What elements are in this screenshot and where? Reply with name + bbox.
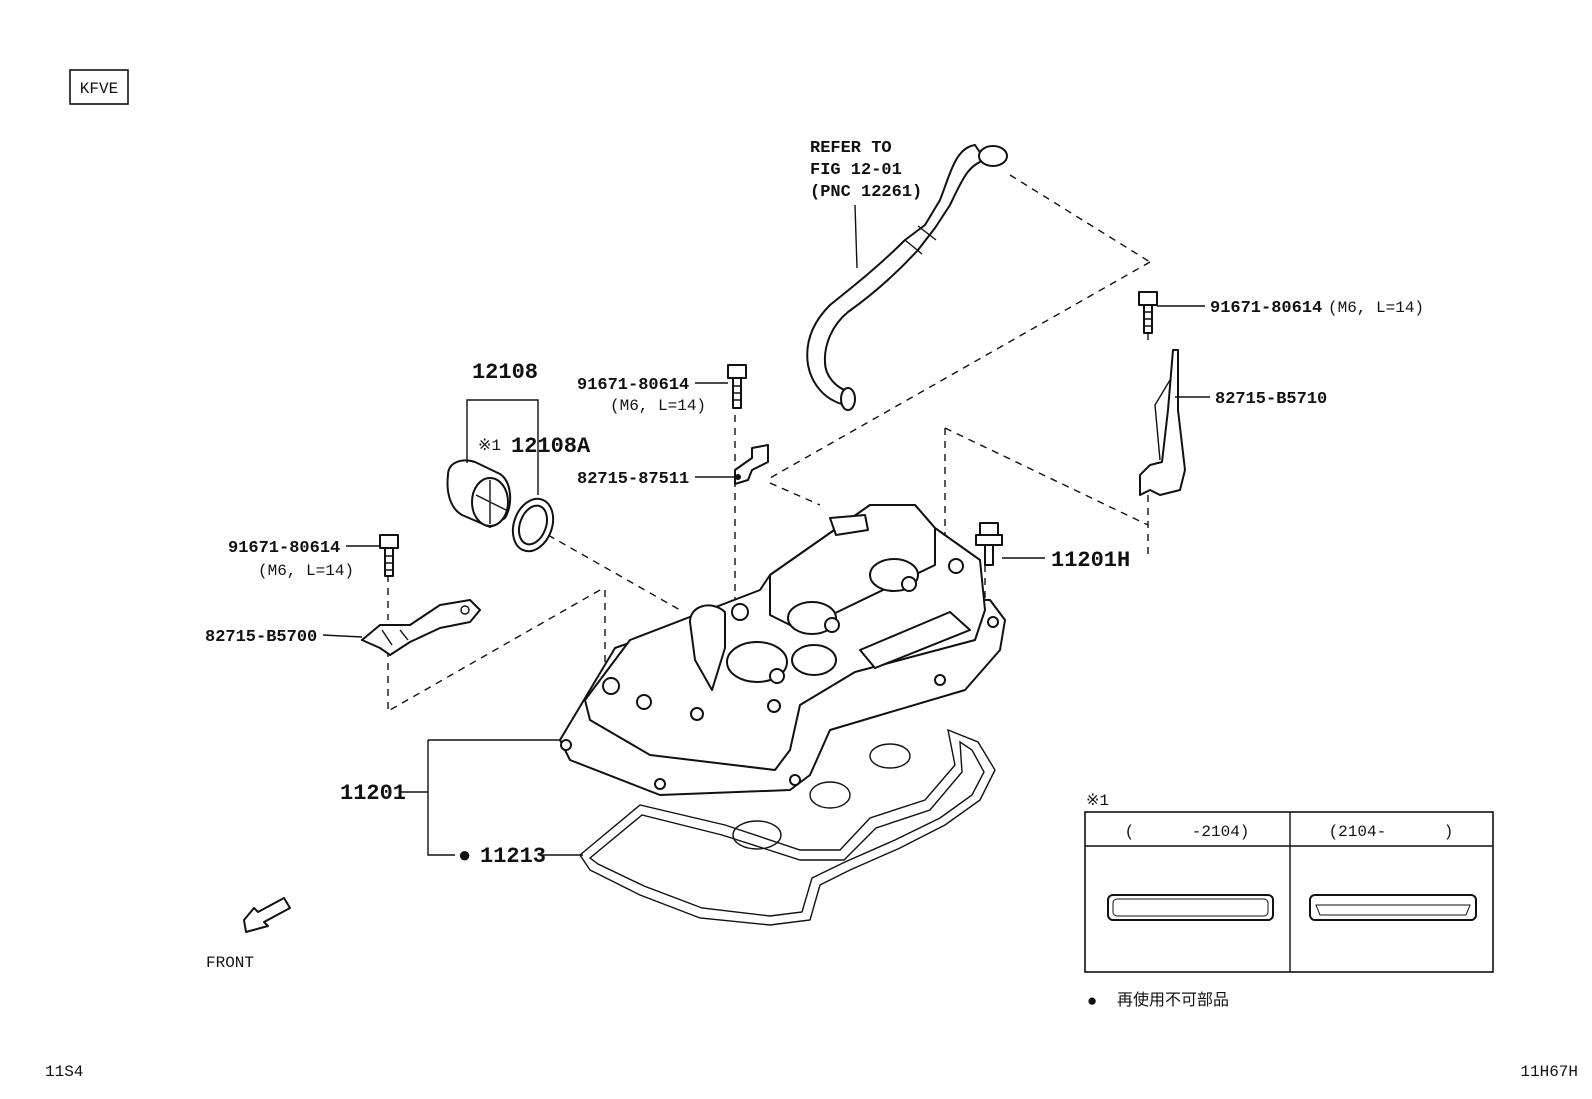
part-bolt-right: 91671-80614 [1210,299,1322,318]
label-12108: 12108 ※1 12108A [466,360,591,495]
refer-line3: (PNC 12261) [810,183,922,202]
part-11201: 11201 [340,781,406,806]
footer-left: 11S4 [45,1063,83,1081]
mark-12108a: ※1 [478,437,501,455]
part-bracket-left: 82715-B5700 [205,628,317,647]
pcv-hose [806,144,1008,411]
label-bolt-left: 91671-80614 (M6, L=14) [228,539,380,580]
oil-filler-gasket [511,497,555,553]
label-bolt-right: 91671-80614 (M6, L=14) [1157,299,1424,318]
bolt-center [727,364,747,409]
spec-bolt-left: (M6, L=14) [258,562,354,580]
variant-gasket-new [1309,894,1477,921]
part-bracket-center: 82715-87511 [577,470,689,489]
spec-bolt-center: (M6, L=14) [610,397,706,415]
stud-11201h: 11201H [975,522,1130,573]
footer-right: 11H67H [1520,1063,1578,1081]
refer-line2: FIG 12-01 [810,161,902,180]
spec-bolt-right: (M6, L=14) [1328,299,1424,317]
legend-text: 再使用不可部品 [1117,990,1229,1009]
part-12108a: 12108A [511,434,591,459]
head-cover-gasket [579,728,996,926]
variant-mark: ※1 [1086,792,1109,810]
bracket-right [1139,349,1186,496]
label-11201: 11201 [340,739,560,856]
refer-line1: REFER TO [810,139,892,158]
part-11201h: 11201H [1051,548,1130,573]
oil-filler-cap [446,459,512,528]
refer-note: REFER TO FIG 12-01 (PNC 12261) [810,139,922,269]
front-label: FRONT [206,954,254,972]
label-bracket-right: 82715-B5710 [1175,390,1327,409]
legend-bullet: ● [1087,993,1097,1012]
label-bolt-center: 91671-80614 (M6, L=14) [577,376,728,415]
dashed-guides [387,174,1151,715]
label-11213: ● 11213 [458,844,583,869]
front-arrow: FRONT [206,897,291,972]
bracket-left [361,599,481,656]
part-12108: 12108 [472,360,538,385]
cylinder-head-cover [559,504,1006,796]
legend: ● 再使用不可部品 [1087,990,1229,1012]
bolt-left [379,534,399,577]
part-bracket-right: 82715-B5710 [1215,390,1327,409]
label-bracket-center: 82715-87511 [577,470,735,489]
part-bolt-center: 91671-80614 [577,376,689,395]
engine-code: KFVE [80,80,118,98]
bolt-right [1138,291,1158,334]
part-bolt-left: 91671-80614 [228,539,340,558]
part-11213: 11213 [480,844,546,869]
bullet-11213: ● [458,844,471,869]
variant-gasket-old [1107,894,1274,921]
bracket-center [734,444,769,485]
variant-col2: (2104- ) [1329,823,1454,841]
variant-col1: ( -2104) [1125,823,1250,841]
label-bracket-left: 82715-B5700 [205,628,363,647]
engine-code-box: KFVE [69,69,129,105]
variant-table: ※1 ( -2104) (2104- ) [1084,792,1494,973]
